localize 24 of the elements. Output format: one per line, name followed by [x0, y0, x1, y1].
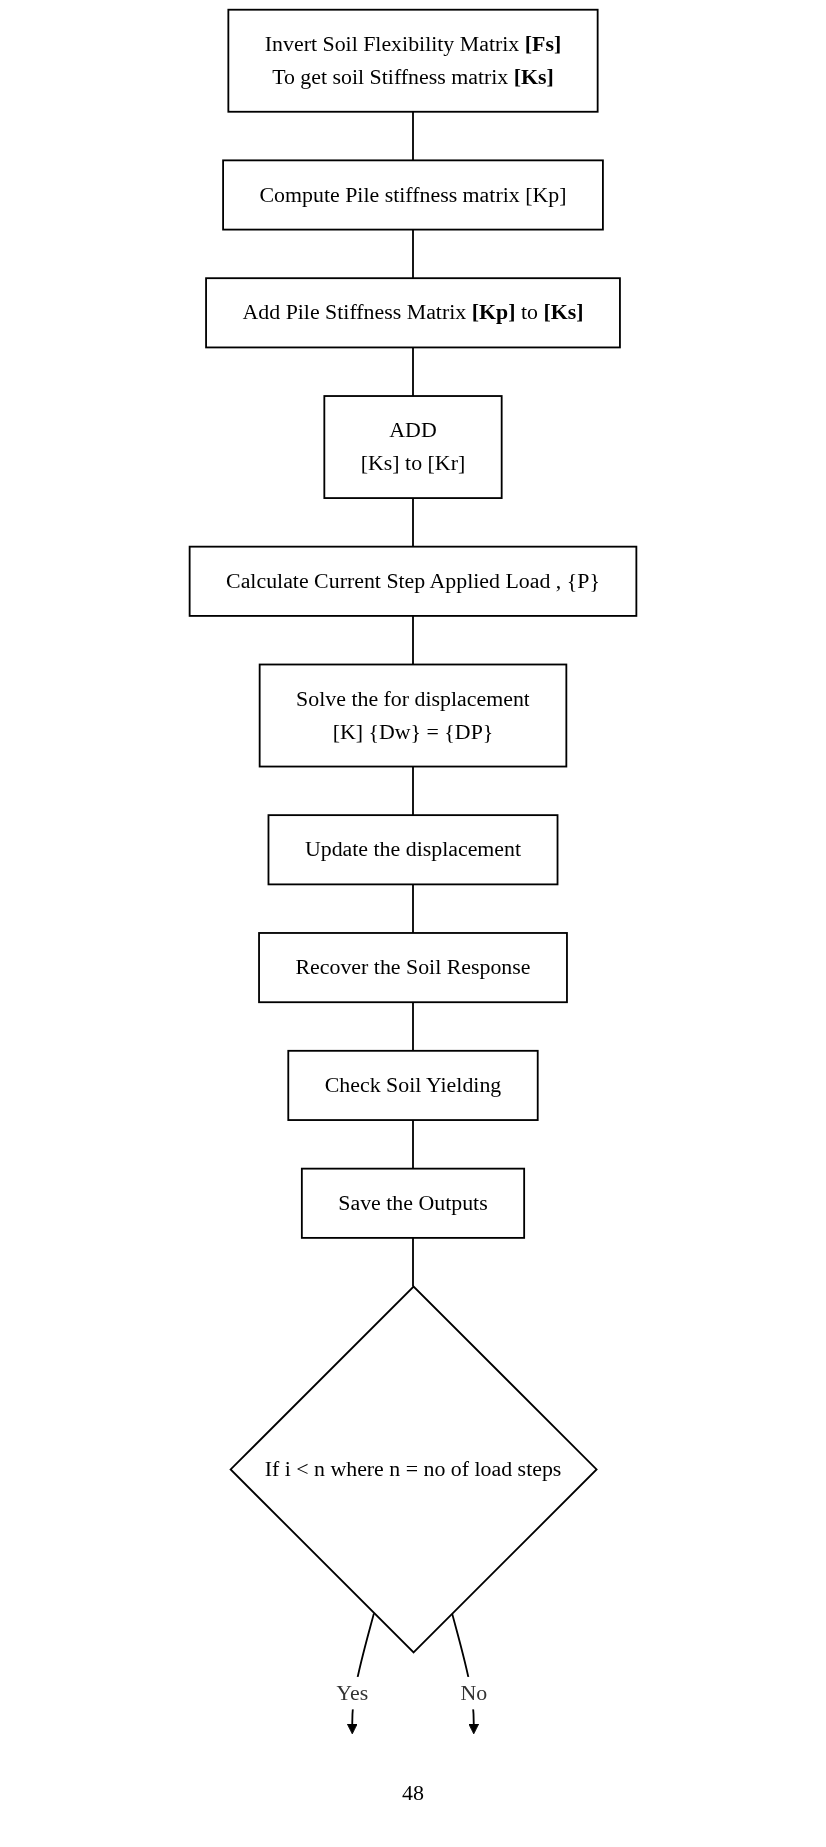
connector — [412, 1001, 414, 1052]
node-box: ADD [Ks] to [Kr] — [323, 395, 503, 499]
node-box: Recover the Soil Response — [258, 932, 568, 1004]
connector — [412, 765, 414, 817]
edge-label: Yes — [336, 1680, 369, 1705]
node-box: Compute Pile stiffness matrix [Kp] — [222, 159, 604, 231]
node-box: Save the Outputs — [300, 1167, 526, 1239]
connector — [412, 883, 414, 934]
connector — [412, 1237, 414, 1288]
node-diamond: If i < n where n = no of load steps — [229, 1285, 598, 1654]
node-box: Calculate Current Step Applied Load , {P} — [188, 545, 638, 617]
connector — [412, 228, 414, 280]
node-box: Check Soil Yielding — [287, 1049, 539, 1121]
connector — [412, 1119, 414, 1170]
node-box: Invert Soil Flexibility Matrix [Fs] To get soil Stiffness matrix [Ks] — [227, 8, 599, 113]
page-number: 48 — [401, 1780, 425, 1806]
connector — [412, 615, 414, 666]
node-box: Solve the for displacement [K] {Dw} = {DP} — [258, 663, 568, 768]
node-box: Add Pile Stiffness Matrix [Kp] to [Ks] — [205, 277, 621, 349]
connector — [412, 346, 414, 397]
connector — [412, 110, 414, 162]
edge-label: No — [460, 1680, 488, 1705]
node-box: Update the displacement — [267, 814, 559, 886]
connector — [412, 497, 414, 548]
